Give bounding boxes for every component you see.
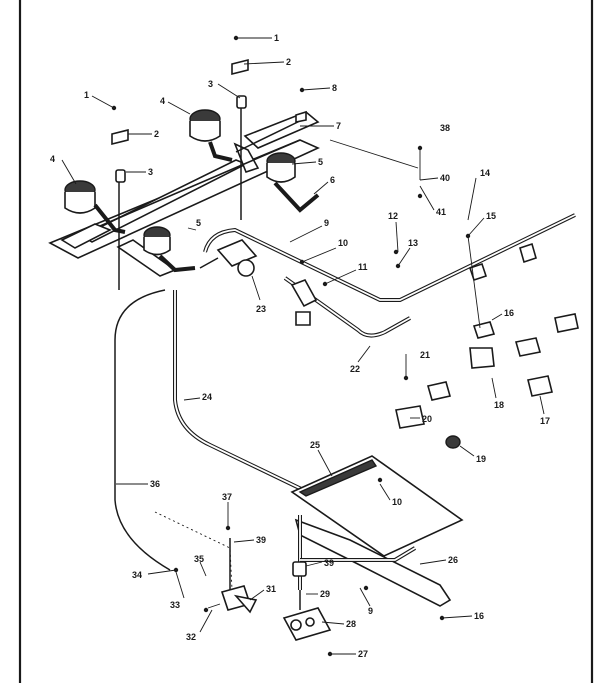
- oven-safety-valve: [282, 590, 332, 641]
- callout-27: 27: [358, 649, 368, 659]
- callout-16: 16: [474, 611, 484, 621]
- vertical-pins: [118, 108, 242, 290]
- callout-10: 10: [338, 238, 348, 248]
- callout-13: 13: [408, 238, 418, 248]
- callout-9: 9: [368, 606, 373, 616]
- callout-17: 17: [540, 416, 550, 426]
- callout-3: 3: [208, 79, 213, 89]
- callout-40: 40: [440, 173, 450, 183]
- callout-4: 4: [160, 96, 165, 106]
- callout-29: 29: [320, 589, 330, 599]
- pilot-assembly: [154, 511, 258, 614]
- callout-38: 38: [440, 123, 450, 133]
- callout-23: 23: [256, 304, 266, 314]
- burner-front-right: [266, 152, 320, 213]
- orifice-set: [111, 58, 307, 183]
- callout-14: 14: [480, 168, 490, 178]
- callout-15: 15: [486, 211, 496, 221]
- callout-5: 5: [318, 157, 323, 167]
- callout-20: 20: [422, 414, 432, 424]
- burner-front-left: [143, 226, 196, 273]
- callout-35: 35: [194, 554, 204, 564]
- callout-37: 37: [222, 492, 232, 502]
- callout-36: 36: [150, 479, 160, 489]
- callout-24: 24: [202, 392, 212, 402]
- callout-39: 39: [324, 558, 334, 568]
- callout-8: 8: [332, 83, 337, 93]
- callout-39: 39: [256, 535, 266, 545]
- manifold-valves: [395, 313, 579, 449]
- callout-1: 1: [84, 90, 89, 100]
- callout-6: 6: [330, 175, 335, 185]
- left-bracket: [60, 223, 177, 277]
- regulator: [199, 239, 258, 277]
- callout-9: 9: [324, 218, 329, 228]
- callout-19: 19: [476, 454, 486, 464]
- callout-7: 7: [336, 121, 341, 131]
- callout-2: 2: [286, 57, 291, 67]
- callout-10: 10: [392, 497, 402, 507]
- callout-2: 2: [154, 129, 159, 139]
- callout-4: 4: [50, 154, 55, 164]
- burner-rear-left: [64, 180, 126, 234]
- supply-tubes: [114, 289, 346, 571]
- callout-26: 26: [448, 555, 458, 565]
- frame: [18, 0, 594, 683]
- callout-31: 31: [266, 584, 276, 594]
- callout-5: 5: [196, 218, 201, 228]
- callout-labels: 1 2 3 8 1 4 7 2 3 5 4 6 38 40 41 14 15 5…: [50, 33, 550, 659]
- oven-burner: [292, 515, 452, 607]
- callout-28: 28: [346, 619, 356, 629]
- callout-11: 11: [358, 262, 368, 272]
- callout-25: 25: [310, 440, 320, 450]
- leader-lines: [61, 35, 545, 657]
- callout-32: 32: [186, 632, 196, 642]
- callout-12: 12: [388, 211, 398, 221]
- callout-3: 3: [148, 167, 153, 177]
- callout-34: 34: [132, 570, 142, 580]
- manifold: [203, 213, 576, 338]
- oven-baffle: [290, 455, 464, 557]
- callout-16: 16: [504, 308, 514, 318]
- callout-18: 18: [494, 400, 504, 410]
- callout-1: 1: [274, 33, 279, 43]
- callout-33: 33: [170, 600, 180, 610]
- callout-21: 21: [420, 350, 430, 360]
- callout-41: 41: [436, 207, 446, 217]
- burner-rear-center: [189, 109, 233, 162]
- callout-22: 22: [350, 364, 360, 374]
